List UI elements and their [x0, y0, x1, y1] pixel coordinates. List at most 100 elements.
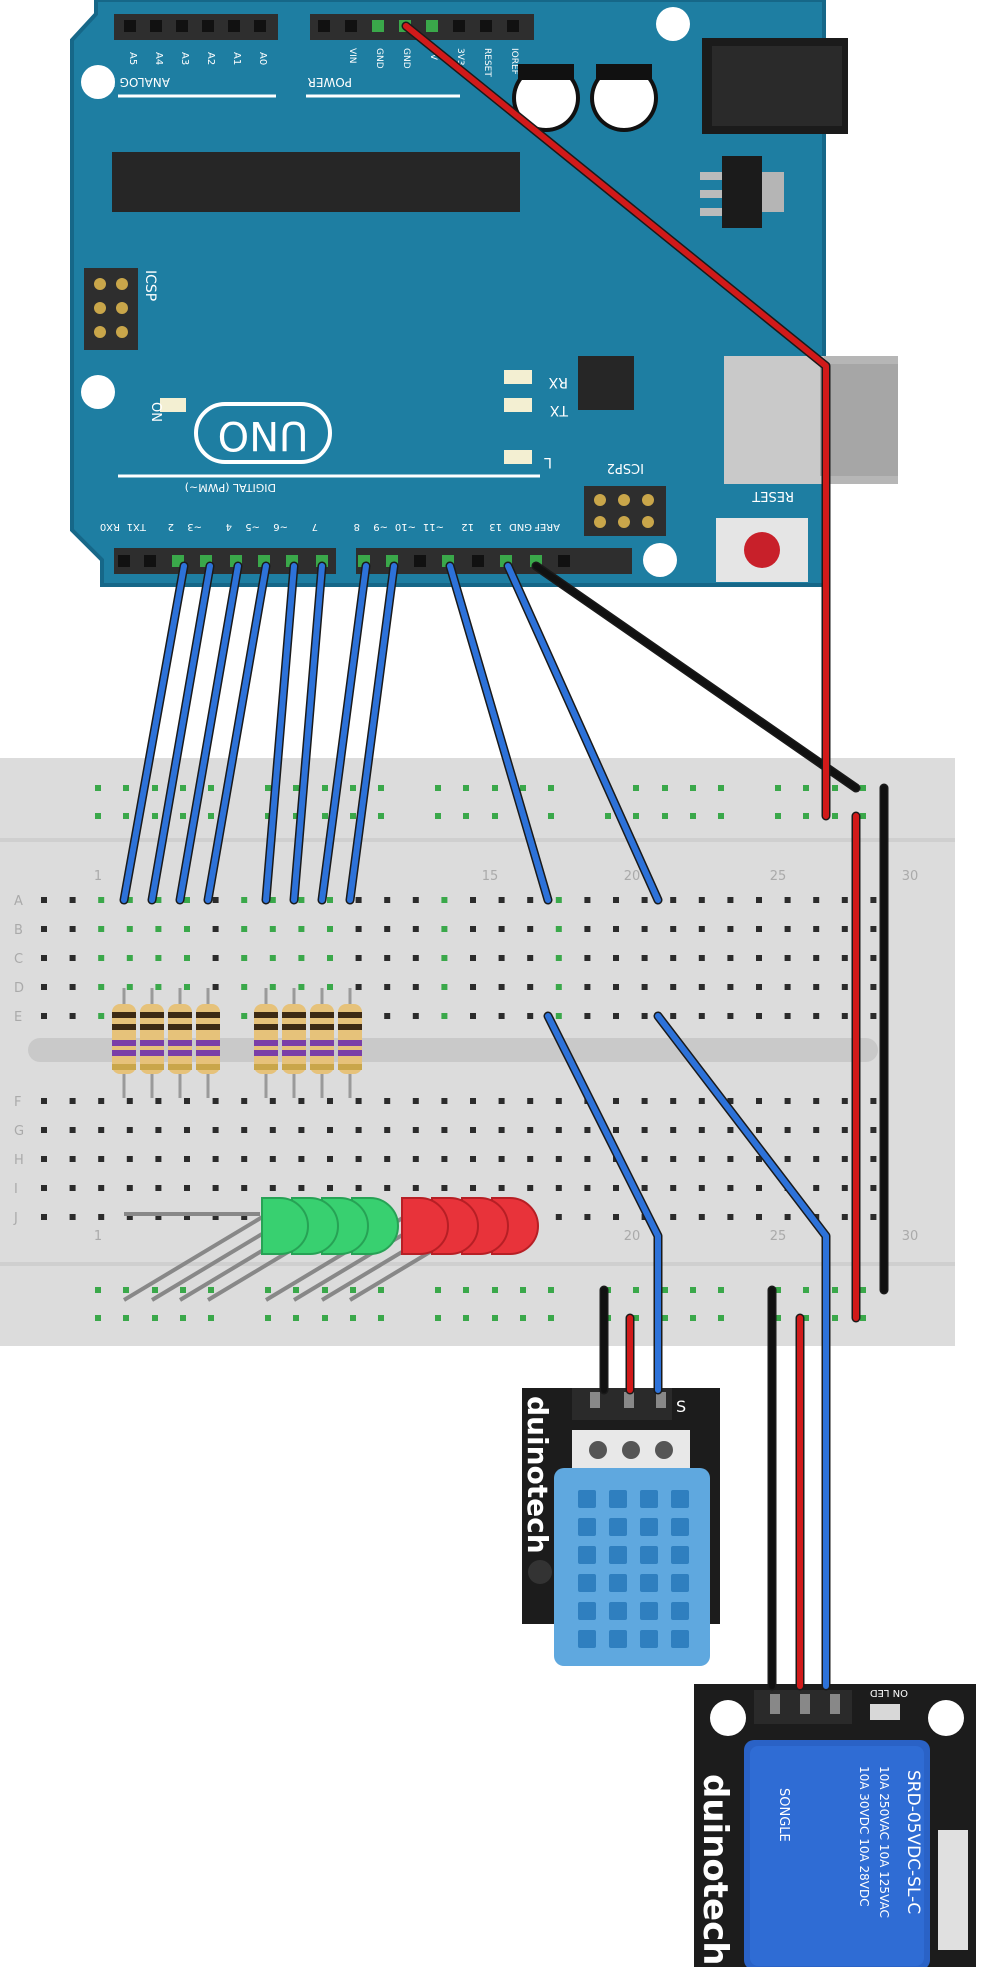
- dht-vent: [640, 1574, 658, 1592]
- dht-vent: [640, 1490, 658, 1508]
- breadboard-hole: [384, 926, 391, 932]
- breadboard-hole: [155, 897, 162, 903]
- rail-hole: [378, 813, 384, 819]
- rail-hole: [463, 785, 469, 791]
- breadboard-hole: [698, 926, 705, 932]
- dht-vent: [609, 1490, 627, 1508]
- rail-hole: [95, 813, 101, 819]
- digital-pin: [144, 555, 156, 567]
- breadboard-hole: [670, 1013, 677, 1019]
- breadboard-hole: [126, 1214, 133, 1220]
- rail-hole: [548, 1287, 554, 1293]
- rail-hole: [322, 785, 328, 791]
- digital-pin: [558, 555, 570, 567]
- analog-pin-label: A2: [205, 52, 216, 65]
- breadboard-hole: [41, 984, 47, 990]
- breadboard-hole: [126, 1098, 133, 1104]
- analog-pin-label: A1: [231, 52, 242, 65]
- resistor: [196, 1004, 220, 1074]
- breadboard-hole: [41, 1185, 47, 1191]
- breadboard-hole: [727, 897, 734, 903]
- analog-pin: [176, 20, 188, 32]
- breadboard-hole: [69, 1214, 76, 1220]
- icsp-pin: [94, 278, 106, 290]
- relay-maker-label: SONGLE: [776, 1788, 791, 1842]
- breadboard-hole: [41, 1156, 47, 1162]
- breadboard-hole: [756, 1098, 762, 1104]
- breadboard-hole: [98, 1098, 105, 1104]
- breadboard-hole: [613, 926, 619, 932]
- rail-hole: [492, 785, 498, 791]
- breadboard-hole: [269, 1156, 276, 1162]
- breadboard-hole: [584, 984, 591, 990]
- digital-pin: [414, 555, 426, 567]
- breadboard-hole: [69, 1098, 76, 1104]
- breadboard-hole: [41, 926, 47, 932]
- breadboard-hole: [841, 955, 848, 961]
- digital-header-high: [356, 548, 632, 574]
- rail-hole: [690, 1315, 696, 1321]
- breadboard-hole: [126, 984, 133, 990]
- breadboard-hole: [384, 1185, 391, 1191]
- rail-hole: [633, 1287, 639, 1293]
- breadboard-hole: [698, 897, 705, 903]
- breadboard-hole: [241, 1127, 248, 1133]
- rail-hole: [180, 1287, 186, 1293]
- breadboard-hole: [670, 1127, 677, 1133]
- breadboard-hole: [269, 926, 276, 932]
- breadboard-hole: [298, 926, 305, 932]
- breadboard-hole: [241, 1156, 248, 1162]
- breadboard-hole: [698, 1013, 705, 1019]
- resistor: [140, 1004, 164, 1074]
- breadboard-hole: [441, 1185, 448, 1191]
- power-pin-label: GND: [374, 48, 384, 69]
- breadboard-hole: [269, 1185, 276, 1191]
- signal-wire: [205, 563, 269, 903]
- breadboard-hole: [269, 897, 276, 903]
- breadboard-hole: [670, 897, 677, 903]
- icsp-header: [84, 268, 138, 350]
- breadboard-hole: [98, 1127, 105, 1133]
- breadboard-hole: [470, 984, 476, 990]
- breadboard-hole: [441, 926, 448, 932]
- icsp-pin: [116, 326, 128, 338]
- rail-hole: [803, 1287, 809, 1293]
- rail-hole: [860, 1287, 866, 1293]
- rail-hole: [548, 1315, 554, 1321]
- rail-hole: [832, 785, 838, 791]
- power-pin: [318, 20, 330, 32]
- breadboard-hole: [269, 955, 276, 961]
- breadboard-hole: [527, 926, 534, 932]
- breadboard-hole: [555, 1098, 562, 1104]
- analog-header: [114, 14, 278, 40]
- breadboard-hole: [98, 897, 105, 903]
- breadboard-hole: [441, 1156, 448, 1162]
- rail-hole: [662, 1287, 668, 1293]
- dht-vent: [640, 1546, 658, 1564]
- breadboard-hole: [555, 955, 562, 961]
- breadboard-hole: [813, 1098, 820, 1104]
- breadboard-hole: [241, 1214, 248, 1220]
- rail-hole: [718, 1287, 724, 1293]
- microcontroller-chip: [112, 152, 520, 212]
- breadboard-hole: [470, 1127, 476, 1133]
- breadboard-hole: [41, 1214, 47, 1220]
- breadboard-hole: [327, 1156, 333, 1162]
- on-label: ON: [148, 402, 163, 422]
- breadboard-hole: [212, 955, 219, 961]
- breadboard-hole: [212, 1098, 219, 1104]
- breadboard-hole: [298, 1127, 305, 1133]
- breadboard-hole: [298, 984, 305, 990]
- breadboard-hole: [241, 984, 248, 990]
- breadboard-hole: [870, 897, 877, 903]
- rail-hole: [435, 813, 441, 819]
- breadboard-hole: [784, 897, 791, 903]
- breadboard-hole: [412, 1127, 419, 1133]
- breadboard-hole: [698, 1185, 705, 1191]
- mounting-hole: [81, 65, 115, 99]
- breadboard-hole: [641, 1098, 648, 1104]
- breadboard-hole: [756, 897, 762, 903]
- digital-pin-label: ~5: [245, 521, 260, 532]
- digital-header-label: DIGITAL (PWM~): [185, 481, 276, 494]
